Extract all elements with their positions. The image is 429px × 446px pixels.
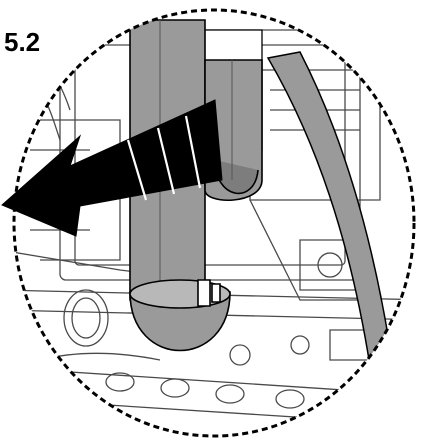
siphon-cup — [129, 279, 231, 352]
flue-strap — [266, 51, 393, 367]
manifold-nuts — [105, 372, 414, 419]
removal-arrow-icon — [1, 99, 223, 237]
detail-magnifier-outline — [12, 8, 416, 438]
step-number-label: 5.2 — [4, 27, 41, 57]
